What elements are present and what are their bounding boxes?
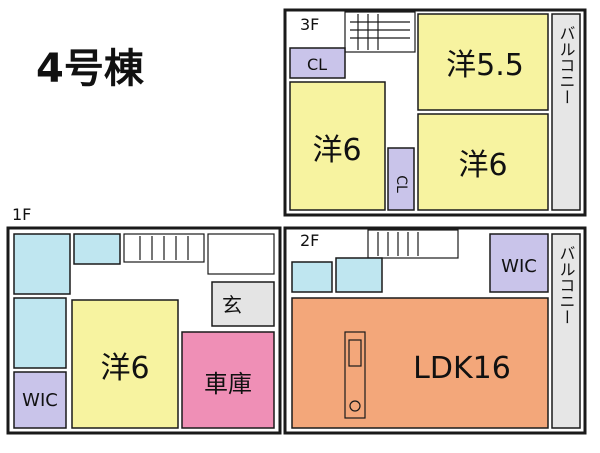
room-3f-closet-vertical bbox=[387, 147, 415, 211]
room-3f-western-right bbox=[417, 113, 549, 211]
floor-1f-label: 1F bbox=[12, 205, 31, 224]
floor-1f: 1F 玄 WIC 洋6 車庫 bbox=[6, 205, 282, 435]
room-3f-western-left bbox=[289, 81, 386, 211]
room-2f-wic-label: WIC bbox=[501, 256, 537, 277]
room-1f-garage-label: 車庫 bbox=[204, 370, 252, 398]
stairs-3f bbox=[344, 11, 416, 53]
kitchen-counter bbox=[344, 331, 366, 419]
kitchen-stove bbox=[349, 400, 361, 412]
room-1f-garage bbox=[181, 331, 275, 429]
room-2f-washroom bbox=[335, 257, 383, 293]
room-2f-wic bbox=[489, 233, 549, 293]
room-1f-bath bbox=[13, 233, 71, 295]
room-2f-balcony-label: バルコニー bbox=[557, 245, 576, 325]
room-1f-genkan-label: 玄 bbox=[222, 293, 242, 317]
building-title: 4号棟 bbox=[36, 46, 145, 92]
floor-2f: 2F WIC LDK16 バルコニー bbox=[283, 226, 587, 435]
entrance-tiles bbox=[207, 233, 275, 275]
room-1f-wic bbox=[13, 371, 67, 429]
stairs-1f bbox=[123, 233, 205, 263]
stairs-2f bbox=[367, 229, 459, 259]
room-1f-wic-label: WIC bbox=[22, 390, 58, 411]
room-3f-closet-label: CL bbox=[307, 55, 327, 74]
room-1f-genkan bbox=[211, 281, 275, 327]
room-3f-western-55 bbox=[417, 13, 549, 111]
floor-2f-label: 2F bbox=[300, 231, 319, 250]
room-2f-ldk bbox=[291, 297, 549, 429]
room-2f-balcony bbox=[551, 233, 581, 429]
room-1f-western-label: 洋6 bbox=[100, 351, 149, 386]
room-1f-toilet bbox=[73, 233, 121, 265]
room-1f-washroom bbox=[13, 297, 67, 369]
room-3f-closet-vertical-label: CL bbox=[393, 175, 409, 193]
room-3f-closet bbox=[289, 47, 346, 79]
floor-3f-label: 3F bbox=[300, 15, 319, 34]
room-2f-ldk-label: LDK16 bbox=[413, 351, 511, 386]
room-3f-western-55-label: 洋5.5 bbox=[446, 48, 524, 83]
kitchen-sink bbox=[348, 339, 362, 367]
room-3f-balcony bbox=[551, 13, 581, 211]
room-3f-balcony-label: バルコニー bbox=[557, 25, 576, 105]
room-3f-western-right-label: 洋6 bbox=[458, 148, 507, 183]
floor-3f: 3F CL 洋6 洋5.5 CL 洋6 バルコニー bbox=[283, 8, 587, 217]
room-3f-western-left-label: 洋6 bbox=[312, 133, 361, 168]
room-2f-toilet bbox=[291, 261, 333, 293]
room-1f-western bbox=[71, 299, 179, 429]
